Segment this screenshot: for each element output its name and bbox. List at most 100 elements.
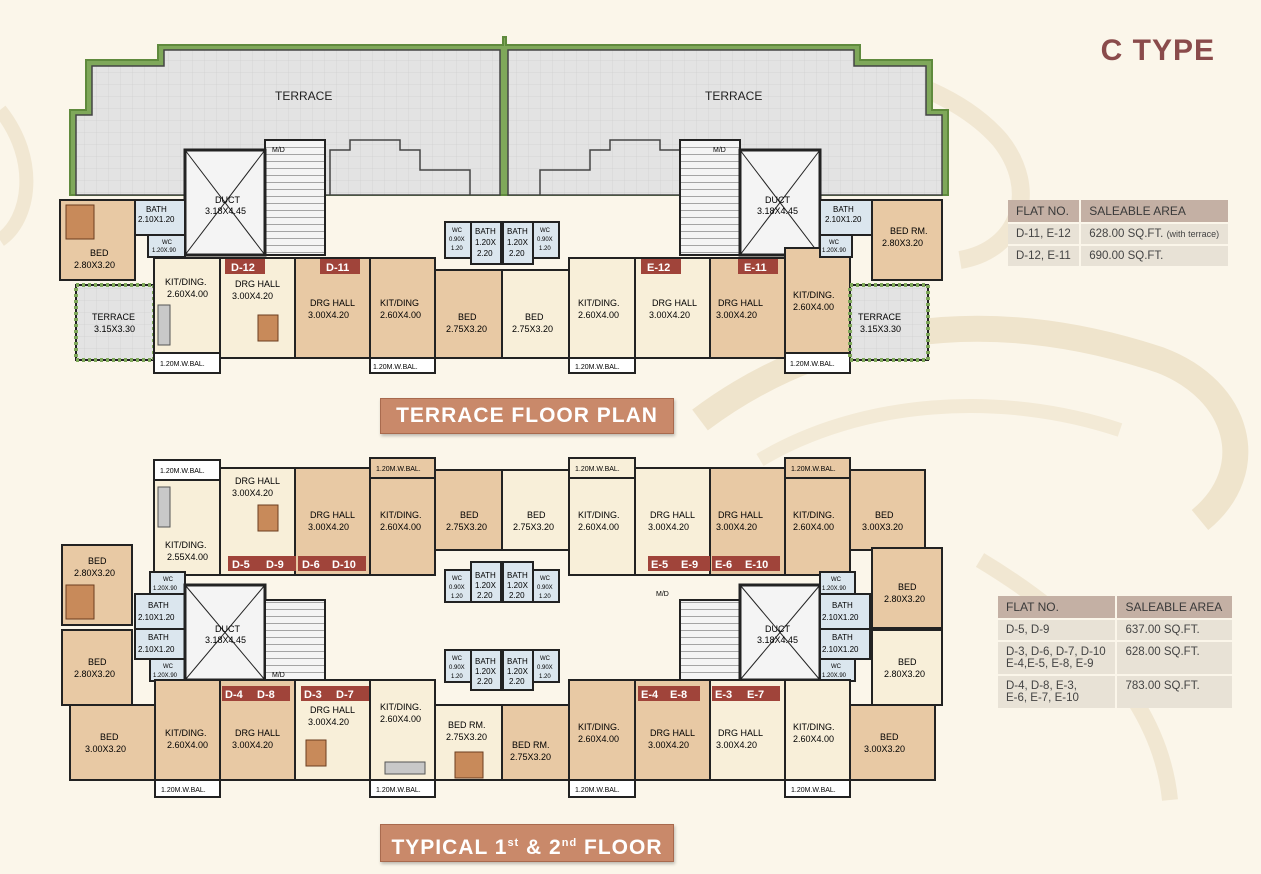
svg-text:DRG HALL: DRG HALL: [235, 476, 280, 486]
svg-text:BED: BED: [88, 556, 107, 566]
svg-text:BATH: BATH: [148, 633, 169, 642]
typical-floor-plan: 1.20M.W.BAL. KIT/DING. 2.55X4.00 DRG HAL…: [61, 457, 943, 798]
svg-text:1.20M.W.BAL.: 1.20M.W.BAL.: [791, 787, 836, 794]
typical-banner-sup: st: [507, 837, 520, 849]
unit-tag-d11: [320, 259, 360, 274]
svg-text:BED: BED: [527, 510, 546, 520]
duct-right: DUCT 3.18X4.45: [738, 148, 822, 257]
duct-left: DUCT 3.18X4.45: [183, 148, 267, 257]
svg-text:DRG HALL: DRG HALL: [652, 298, 697, 308]
svg-text:3.18X4.45: 3.18X4.45: [205, 206, 246, 216]
svg-text:1.20M.W.BAL.: 1.20M.W.BAL.: [575, 364, 620, 371]
page-title: C TYPE: [1100, 34, 1215, 67]
svg-text:3.18X4.45: 3.18X4.45: [757, 635, 798, 645]
svg-text:2.60X4.00: 2.60X4.00: [380, 310, 421, 320]
svg-text:1.20X.90: 1.20X.90: [153, 673, 178, 679]
table-header: SALEABLE AREA: [1080, 200, 1230, 223]
svg-text:2.80X3.20: 2.80X3.20: [884, 594, 925, 604]
table-row: D-5, D-9 637.00 SQ.FT.: [998, 618, 1234, 641]
typical-banner-text: TYPICAL 1: [391, 836, 508, 859]
svg-text:1.20X.90: 1.20X.90: [822, 248, 847, 254]
svg-text:2.75X3.20: 2.75X3.20: [446, 324, 487, 334]
unit-tag-d10: D-10: [332, 559, 356, 571]
unit-tag-d7: D-7: [336, 689, 354, 701]
table-header: SALEABLE AREA: [1116, 596, 1234, 619]
unit-tag-e3: E-3: [715, 689, 732, 701]
svg-text:DUCT: DUCT: [215, 624, 240, 634]
svg-text:DRG HALL: DRG HALL: [235, 728, 280, 738]
svg-text:DRG HALL: DRG HALL: [310, 298, 355, 308]
unit-tag-e6: E-6: [715, 559, 732, 571]
svg-text:WC: WC: [831, 577, 842, 583]
table-header: FLAT NO.: [1008, 200, 1082, 223]
svg-text:0.90X: 0.90X: [537, 665, 553, 671]
table-row: D-11, E-12 628.00 SQ.FT. (with terrace): [1008, 222, 1230, 245]
svg-text:KIT/DING.: KIT/DING.: [578, 510, 620, 520]
terrace-deck: [75, 49, 501, 196]
unit-tag-e11: [738, 259, 778, 274]
svg-text:BATH: BATH: [507, 227, 528, 236]
svg-text:BATH: BATH: [507, 571, 528, 580]
svg-text:2.60X4.00: 2.60X4.00: [380, 714, 421, 724]
svg-text:2.60X4.00: 2.60X4.00: [578, 310, 619, 320]
table-header: FLAT NO.: [998, 596, 1118, 619]
unit-tag-d3: D-3: [304, 689, 322, 701]
unit-tag-d9: D-9: [266, 559, 284, 571]
duct-left-typical: DUCT 3.18X4.45: [183, 583, 267, 682]
svg-text:3.00X4.20: 3.00X4.20: [308, 717, 349, 727]
svg-text:DUCT: DUCT: [215, 195, 240, 205]
duct-right-typical: DUCT 3.18X4.45: [738, 583, 822, 682]
unit-tag-d12: [225, 259, 265, 274]
bed-label: BED: [90, 248, 109, 258]
svg-text:1.20X.90: 1.20X.90: [152, 248, 177, 254]
svg-text:KIT/DING.: KIT/DING.: [165, 277, 207, 287]
svg-text:KIT/DING.: KIT/DING.: [793, 722, 835, 732]
svg-text:2.60X4.00: 2.60X4.00: [380, 522, 421, 532]
svg-text:3.00X4.20: 3.00X4.20: [716, 310, 757, 320]
svg-text:2.60X4.00: 2.60X4.00: [793, 522, 834, 532]
svg-text:BED RM.: BED RM.: [512, 740, 550, 750]
svg-text:3.00X4.20: 3.00X4.20: [716, 740, 757, 750]
typical-banner-sup: nd: [561, 837, 578, 849]
svg-text:TERRACE: TERRACE: [858, 312, 901, 322]
svg-text:3.00X4.20: 3.00X4.20: [648, 740, 689, 750]
svg-text:2.80X3.20: 2.80X3.20: [884, 669, 925, 679]
svg-text:1.20: 1.20: [539, 594, 551, 600]
svg-text:BATH: BATH: [475, 571, 496, 580]
svg-text:3.00X4.20: 3.00X4.20: [232, 740, 273, 750]
unit-tag-d4: D-4: [225, 689, 244, 701]
table-row: D-4, D-8, E-3,E-6, E-7, E-10 783.00 SQ.F…: [998, 674, 1234, 708]
bed-size: 2.80X3.20: [74, 260, 115, 270]
svg-text:2.10X1.20: 2.10X1.20: [822, 613, 859, 622]
svg-text:3.00X4.20: 3.00X4.20: [308, 522, 349, 532]
svg-text:BATH: BATH: [832, 601, 853, 610]
svg-text:BED: BED: [525, 312, 544, 322]
svg-text:1.20: 1.20: [451, 246, 463, 252]
svg-text:BED RM.: BED RM.: [448, 720, 486, 730]
svg-text:3.18X4.45: 3.18X4.45: [757, 206, 798, 216]
svg-text:WC: WC: [452, 576, 463, 582]
svg-text:2.20: 2.20: [477, 677, 493, 686]
svg-text:1.20X: 1.20X: [507, 581, 529, 590]
svg-text:0.90X: 0.90X: [449, 585, 465, 591]
svg-text:DRG HALL: DRG HALL: [718, 510, 763, 520]
typical-banner-text: FLOOR: [577, 836, 663, 859]
svg-text:BED: BED: [100, 732, 119, 742]
svg-text:1.20X: 1.20X: [507, 667, 529, 676]
svg-text:1.20M.W.BAL.: 1.20M.W.BAL.: [376, 787, 421, 794]
svg-text:0.90X: 0.90X: [537, 237, 553, 243]
svg-text:1.20M.W.BAL.: 1.20M.W.BAL.: [791, 466, 836, 473]
svg-text:BATH: BATH: [148, 601, 169, 610]
svg-text:1.20: 1.20: [539, 674, 551, 680]
svg-text:3.18X4.45: 3.18X4.45: [205, 635, 246, 645]
svg-text:2.60X4.00: 2.60X4.00: [793, 302, 834, 312]
terrace-left-label: TERRACE: [275, 89, 332, 103]
svg-text:DRG HALL: DRG HALL: [650, 728, 695, 738]
svg-text:2.75X3.20: 2.75X3.20: [446, 522, 487, 532]
svg-text:KIT/DING.: KIT/DING.: [793, 290, 835, 300]
terrace-floor-plan-banner: TERRACE FLOOR PLAN: [380, 398, 674, 434]
svg-text:2.60X4.00: 2.60X4.00: [167, 740, 208, 750]
typical-banner-text: & 2: [519, 836, 562, 859]
svg-text:WC: WC: [452, 228, 463, 234]
